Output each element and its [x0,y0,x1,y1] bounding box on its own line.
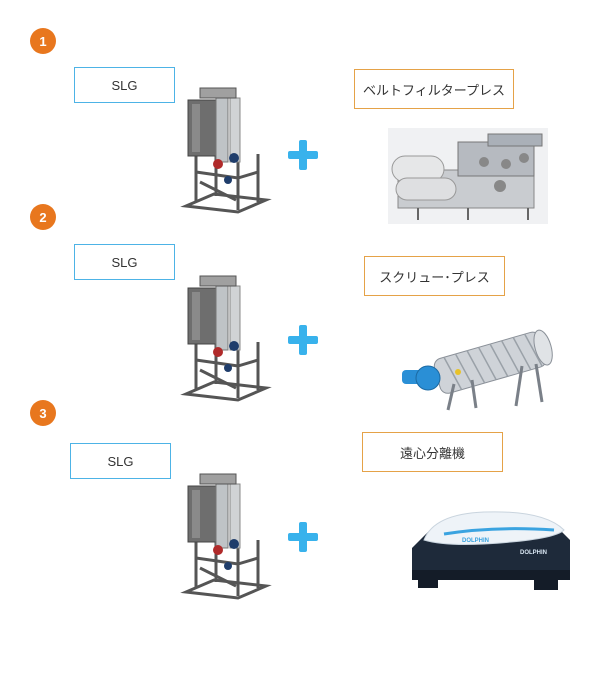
decanter-centrifuge-image: DOLPHIN DOLPHIN [412,511,570,590]
step-badge-3: 3 [30,400,56,426]
slg-machine-image-1 [180,87,272,214]
decanter-brand-text: DOLPHIN DOLPHIN [462,538,547,556]
step-badge-1: 1 [30,28,56,54]
svg-text:DOLPHIN: DOLPHIN [462,538,489,544]
belt-filter-press-label: ベルトフィルタープレス [354,69,514,109]
screw-press-image [402,329,553,411]
svg-text:DOLPHIN: DOLPHIN [520,550,547,556]
slg-label-3: SLG [70,443,171,479]
slg-label-2: SLG [74,244,175,280]
plus-icon-2 [288,325,318,355]
step-badge-2: 2 [30,204,56,230]
plus-icon-3 [288,522,318,552]
plus-icon-1 [288,140,318,170]
slg-machine-image-2 [180,275,272,402]
centrifuge-label: 遠心分離機 [362,432,503,472]
screw-press-label: スクリュー･プレス [364,256,505,296]
belt-filter-press-image [388,128,548,224]
slg-machine-image-3 [180,473,272,600]
slg-label-1: SLG [74,67,175,103]
